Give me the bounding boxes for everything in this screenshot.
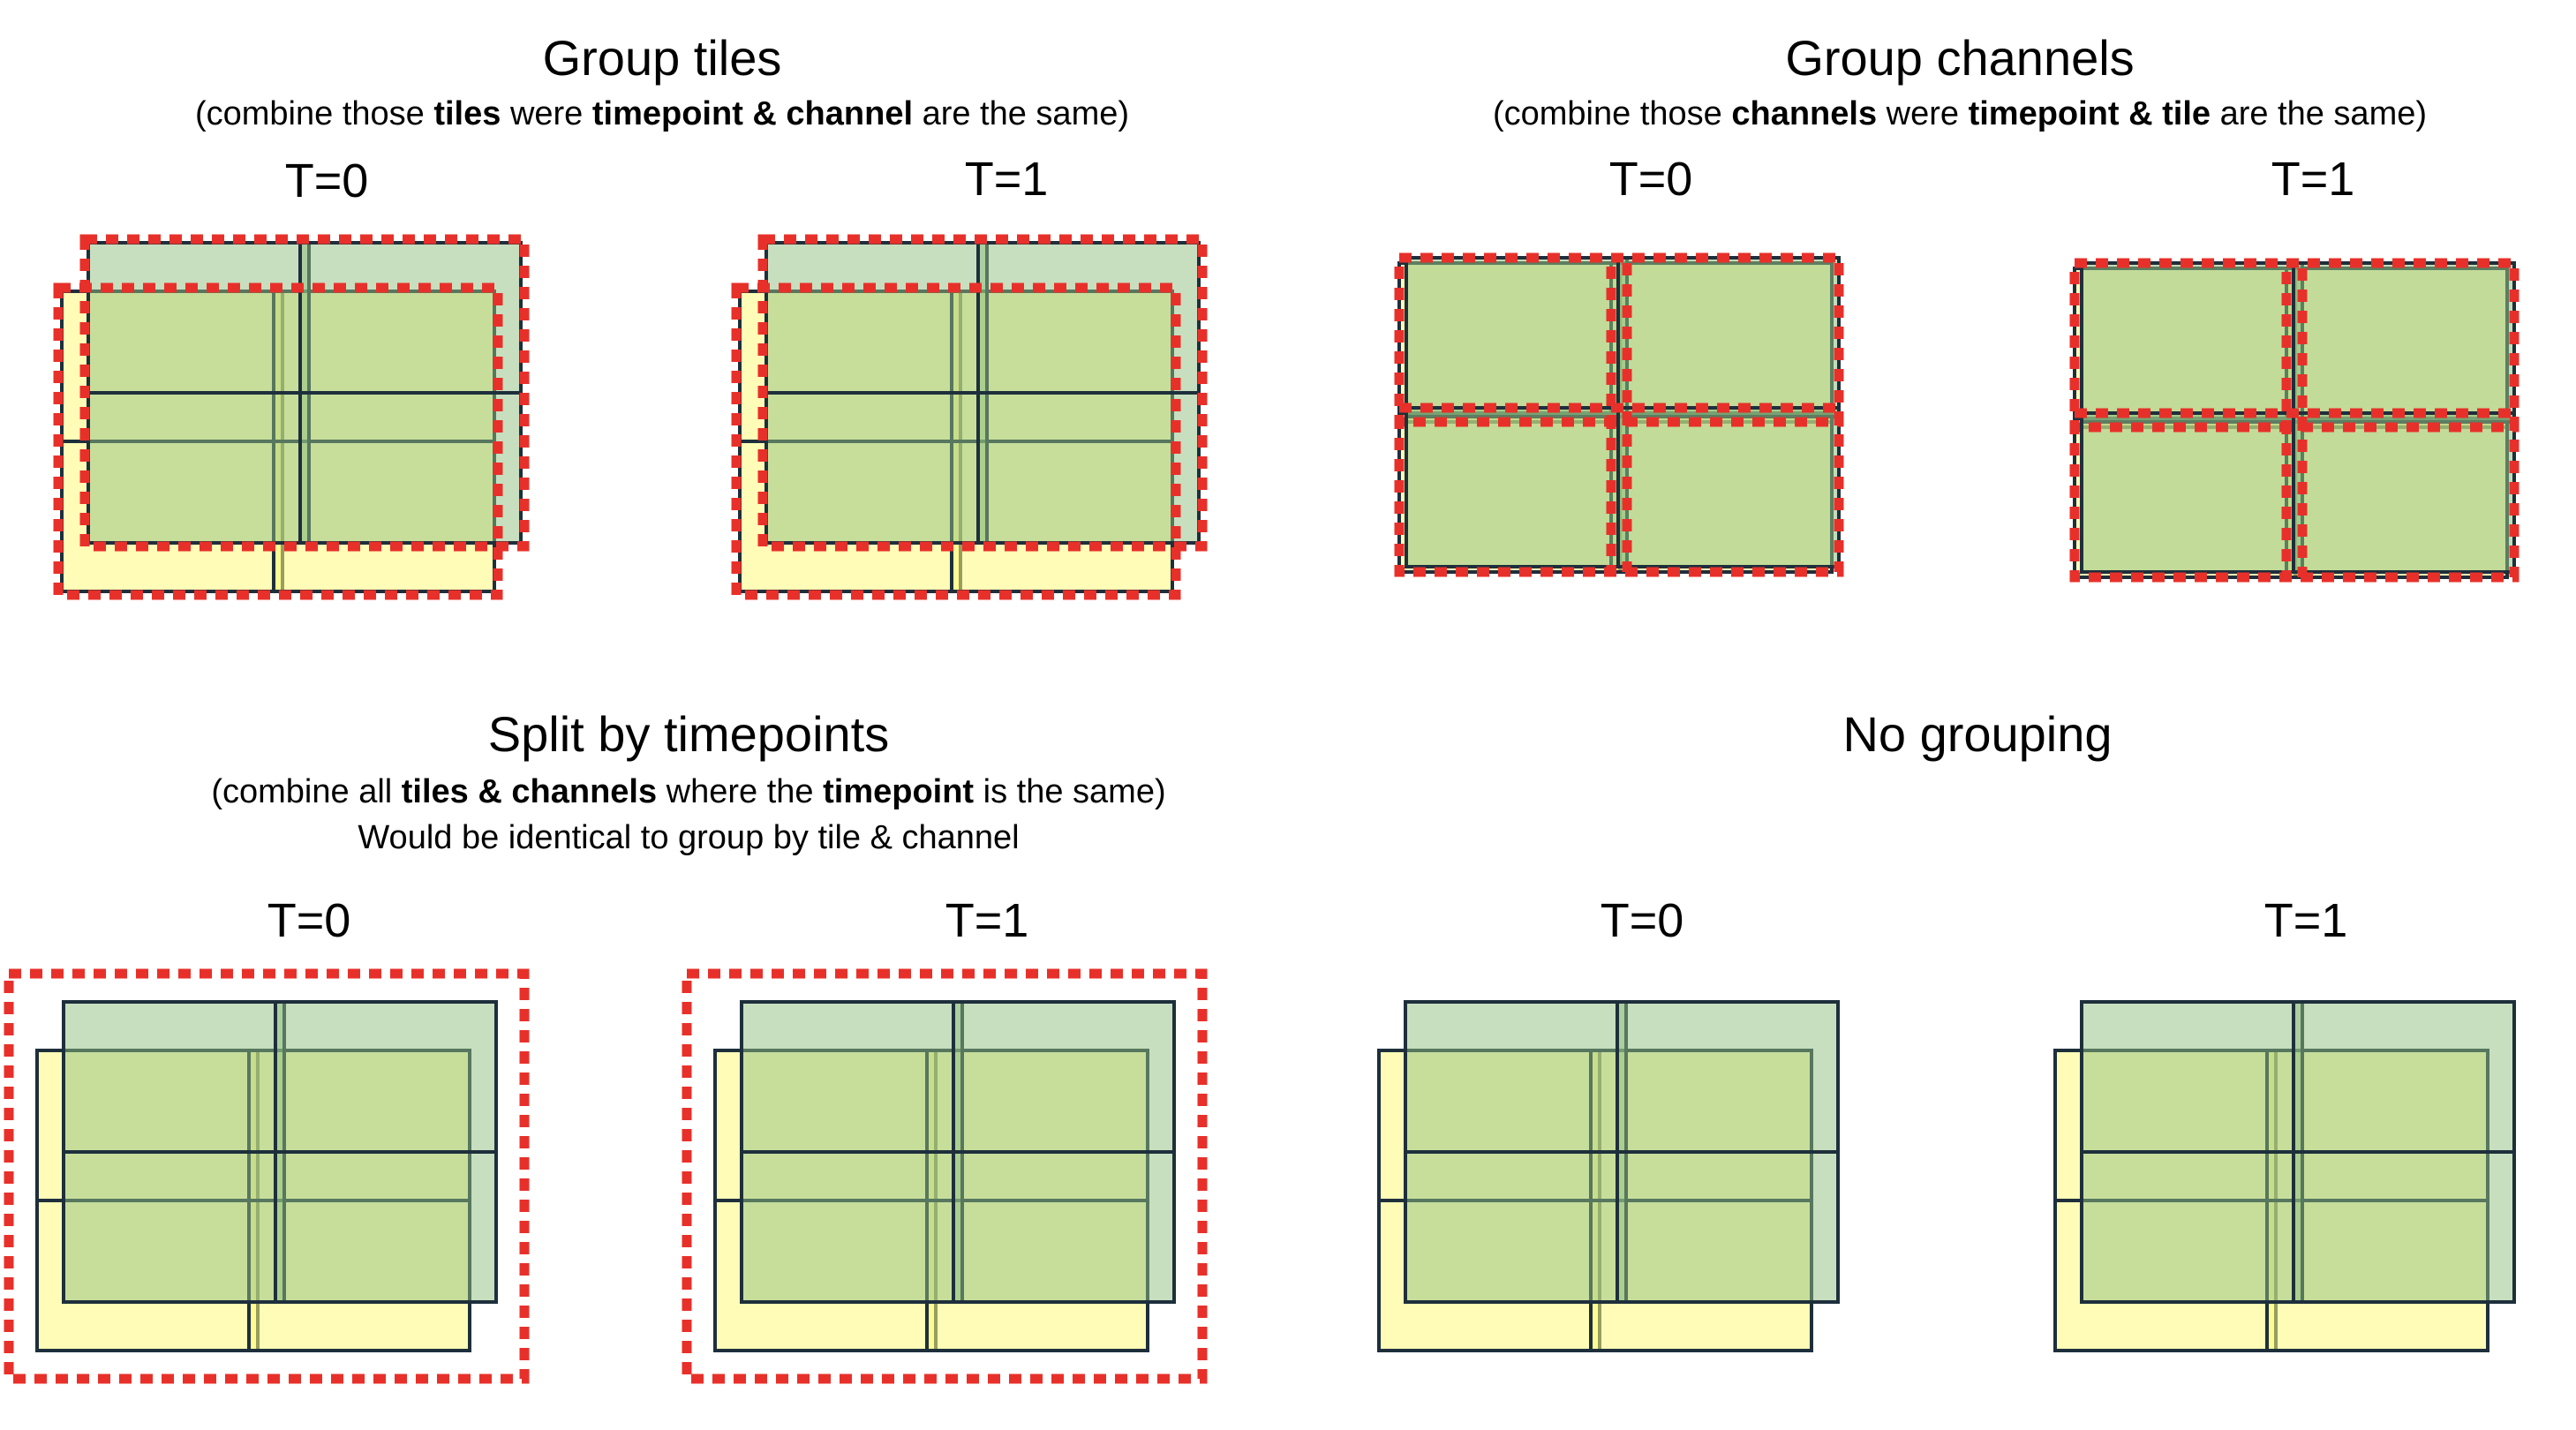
group-border xyxy=(1606,403,1844,577)
tile-channel-green xyxy=(1405,256,1629,418)
tile-channel-green xyxy=(765,391,989,545)
group-border xyxy=(79,234,530,552)
subtitle-text-run: timepoint xyxy=(823,773,975,810)
tile-channel-green xyxy=(2080,261,2304,424)
group-border xyxy=(1394,403,1632,577)
tile-channel-green xyxy=(1404,1150,1628,1304)
group-border xyxy=(2069,408,2308,583)
tile-channel-green xyxy=(2080,1000,2304,1154)
tile-channel-green xyxy=(740,1150,964,1304)
subtitle-text-run: tiles & channels xyxy=(401,773,658,810)
tile-channel-green xyxy=(2292,1000,2516,1154)
tile-channel-green xyxy=(87,241,311,395)
panel-note-split-timepoints: Would be identical to group by tile & ch… xyxy=(358,819,1020,856)
group-border xyxy=(2281,258,2520,433)
subtitle-text-run: are the same) xyxy=(913,95,1130,132)
tile-channel-green xyxy=(1616,1000,1840,1154)
panel-title-split-timepoints: Split by timepoints xyxy=(487,706,890,762)
panel-title-group-tiles: Group tiles xyxy=(542,30,782,86)
tile-channel-green xyxy=(2292,261,2516,424)
tile-channel-green xyxy=(298,391,523,545)
group-border xyxy=(682,968,1208,1384)
tile-channel-green xyxy=(740,1000,964,1154)
tile-channel-green xyxy=(2292,1150,2516,1304)
timepoint-label: T=0 xyxy=(1608,153,1693,206)
panel-title-no-grouping: No grouping xyxy=(1842,706,2113,762)
tile-channel-green xyxy=(274,1000,498,1154)
subtitle-text-run: are the same) xyxy=(2211,95,2428,132)
group-border xyxy=(2069,258,2308,433)
group-border xyxy=(1606,252,1844,427)
timepoint-label: T=0 xyxy=(267,894,351,947)
group-border xyxy=(731,282,1181,600)
tile-channel-green xyxy=(298,241,523,395)
timepoint-label: T=1 xyxy=(964,153,1049,206)
tile-channel-green xyxy=(1616,256,1841,418)
panel-subtitle-group-channels: (combine those channels were timepoint &… xyxy=(1430,97,2489,131)
group-border xyxy=(4,968,530,1384)
timepoint-label: T=0 xyxy=(284,154,369,207)
tile-channel-green xyxy=(1616,1150,1840,1304)
group-border xyxy=(1394,252,1632,427)
timepoint-label: T=1 xyxy=(2263,894,2348,947)
group-border xyxy=(53,282,503,600)
subtitle-text-run: were xyxy=(501,95,592,132)
tile-channel-green xyxy=(952,1000,1176,1154)
tile-channel-green xyxy=(1404,1000,1628,1154)
group-border xyxy=(2281,408,2520,583)
subtitle-text-run: is the same) xyxy=(974,773,1166,810)
subtitle-text-run: tiles xyxy=(433,95,501,132)
tile-channel-green xyxy=(765,241,989,395)
subtitle-text-run: timepoint & channel xyxy=(591,95,914,132)
tile-channel-green xyxy=(952,1150,1176,1304)
subtitle-text-run: (combine those xyxy=(194,95,434,132)
subtitle-text-run: where the xyxy=(657,773,824,810)
timepoint-label: T=0 xyxy=(1600,894,1684,947)
tile-channel-green xyxy=(1405,406,1629,568)
tile-channel-green xyxy=(976,241,1201,395)
tile-channel-green xyxy=(976,391,1201,545)
tile-channel-green xyxy=(62,1000,286,1154)
tile-channel-green xyxy=(62,1150,286,1304)
subtitle-text-run: channels xyxy=(1731,95,1878,132)
timepoint-label: T=1 xyxy=(2271,153,2355,206)
group-border xyxy=(757,234,1208,552)
subtitle-text-run: were xyxy=(1877,95,1969,132)
subtitle-text-run: timepoint & tile xyxy=(1968,95,2211,132)
tile-channel-green xyxy=(274,1150,498,1304)
tile-channel-green xyxy=(1616,406,1841,568)
subtitle-text-run: (combine all xyxy=(211,773,402,810)
timepoint-label: T=1 xyxy=(945,894,1029,947)
panel-subtitle-split-timepoints: (combine all tiles & channels where the … xyxy=(150,775,1227,809)
subtitle-text-run: (combine those xyxy=(1492,95,1732,132)
tile-channel-green xyxy=(2080,1150,2304,1304)
panel-subtitle-group-tiles: (combine those tiles were timepoint & ch… xyxy=(141,97,1183,131)
panel-title-group-channels: Group channels xyxy=(1785,30,2135,86)
tile-channel-green xyxy=(87,391,311,545)
tile-channel-green xyxy=(2080,411,2304,574)
tile-channel-green xyxy=(2292,411,2516,574)
